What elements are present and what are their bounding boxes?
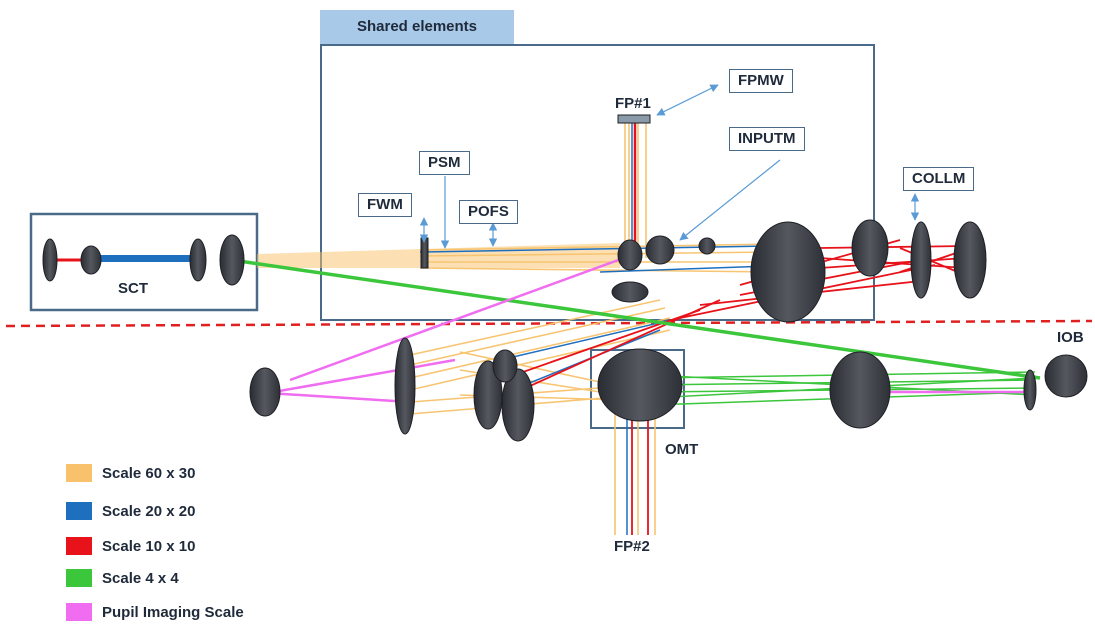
beam-scale-60x30	[257, 120, 776, 535]
label-pofs: POFS	[459, 200, 518, 224]
legend-swatch	[66, 603, 92, 621]
label-omt: OMT	[665, 441, 699, 458]
legend-label: Scale 20 x 20	[102, 502, 196, 520]
beam-pupil-imaging	[267, 253, 1035, 404]
label-inputm: INPUTM	[729, 127, 805, 151]
label-fp2: FP#2	[614, 538, 650, 555]
label-psm: PSM	[419, 151, 470, 175]
legend-label: Scale 4 x 4	[102, 569, 179, 587]
optical-elements	[42, 114, 1088, 442]
label-fwm: FWM	[358, 193, 412, 217]
shared-elements-title: Shared elements	[320, 10, 514, 44]
legend-item: Scale 60 x 30	[66, 462, 195, 484]
legend-item: Scale 10 x 10	[66, 535, 195, 557]
label-sct: SCT	[118, 280, 148, 297]
label-fpmw: FPMW	[729, 69, 793, 93]
legend-label: Scale 60 x 30	[102, 464, 196, 482]
legend-swatch	[66, 537, 92, 555]
label-fp1: FP#1	[615, 95, 651, 112]
label-iob: IOB	[1057, 329, 1084, 346]
legend-item: Pupil Imaging Scale	[66, 601, 244, 623]
pointer-arrows	[419, 84, 920, 249]
divider-line	[5, 319, 1093, 328]
legend-swatch	[66, 464, 92, 482]
shared-elements-box	[320, 44, 875, 321]
legend-swatch	[66, 502, 92, 520]
legend-label: Scale 10 x 10	[102, 537, 196, 555]
legend-item: Scale 4 x 4	[66, 567, 179, 589]
legend-label: Pupil Imaging Scale	[102, 603, 244, 621]
label-collm: COLLM	[903, 167, 975, 191]
legend-item: Scale 20 x 20	[66, 500, 195, 522]
legend-swatch	[66, 569, 92, 587]
